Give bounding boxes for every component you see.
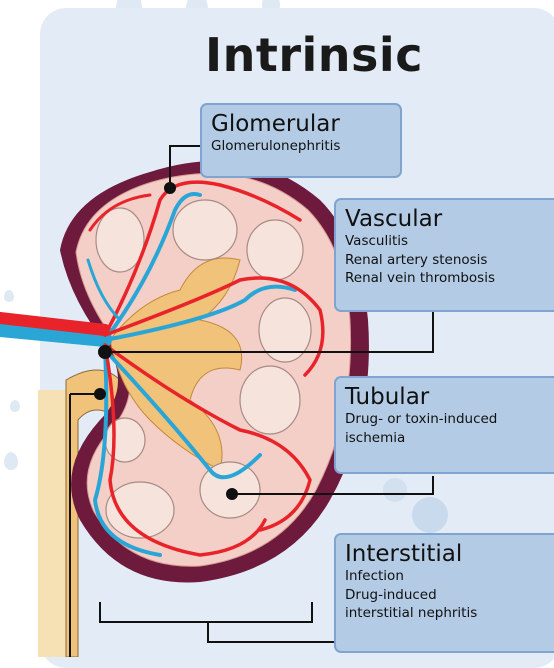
leader-interstitial-bracket: [100, 602, 312, 622]
pyramid: [247, 220, 303, 280]
marker-glomerular: [165, 183, 175, 193]
vascular-heading: Vascular: [345, 207, 553, 232]
interstitial-item: interstitial nephritis: [345, 604, 553, 622]
interstitial-box: Interstitial Infection Drug-induced inte…: [334, 533, 554, 653]
pyramid: [240, 366, 300, 434]
vascular-item: Vasculitis: [345, 232, 553, 250]
diagram-title: Intrinsic: [205, 28, 423, 82]
pyramid: [105, 418, 145, 462]
tubular-box: Tubular Drug- or toxin-induced ischemia: [334, 376, 554, 474]
glomerular-box: Glomerular Glomerulonephritis: [200, 103, 402, 178]
tubular-item: ischemia: [345, 429, 553, 447]
interstitial-item: Drug-induced: [345, 586, 553, 604]
marker-vascular: [99, 346, 111, 358]
glomerular-item: Glomerulonephritis: [211, 137, 391, 155]
marker-ureter: [95, 389, 105, 399]
pyramid: [106, 482, 174, 538]
interstitial-heading: Interstitial: [345, 542, 553, 567]
vascular-item: Renal artery stenosis: [345, 251, 553, 269]
marker-tubular: [227, 489, 237, 499]
tubular-heading: Tubular: [345, 385, 553, 410]
glomerular-heading: Glomerular: [211, 112, 391, 137]
decor-circle: [412, 497, 448, 533]
pyramid: [173, 200, 237, 260]
leader-interstitial: [208, 622, 334, 642]
interstitial-item: Infection: [345, 567, 553, 585]
ureter-band: [38, 390, 66, 657]
vascular-box: Vascular Vasculitis Renal artery stenosi…: [334, 198, 554, 312]
decor-circle: [383, 478, 407, 502]
pyramid: [96, 208, 144, 272]
tubular-item: Drug- or toxin-induced: [345, 410, 553, 428]
vascular-item: Renal vein thrombosis: [345, 269, 553, 287]
